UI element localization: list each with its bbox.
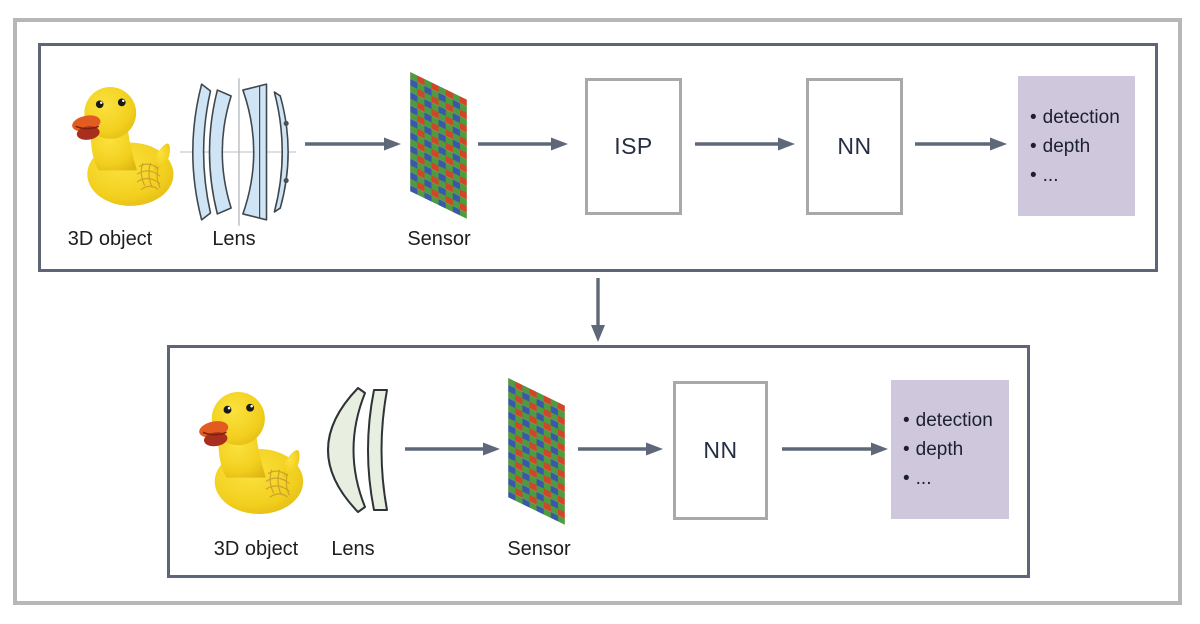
bullet-glyph: • xyxy=(903,439,910,460)
outputs-box: •detection •depth •... xyxy=(891,380,1009,519)
arrow-right-icon xyxy=(695,137,795,151)
rubber-duck-image xyxy=(70,78,185,213)
output-item-label: detection xyxy=(1042,106,1120,128)
output-item: •depth xyxy=(1030,132,1135,161)
output-item-label: depth xyxy=(915,439,964,460)
single-lens-icon xyxy=(312,385,398,515)
arrow-right-icon xyxy=(915,137,1007,151)
isp-box: ISP xyxy=(585,78,682,215)
outputs-box: •detection •depth •... xyxy=(1018,76,1135,216)
panel-classic-pipeline: ISP NN •detection •depth •... 3D xyxy=(38,43,1158,272)
bullet-glyph: • xyxy=(903,410,910,431)
rubber-duck-image xyxy=(197,383,315,521)
arrow-right-icon xyxy=(782,442,888,456)
bullet-glyph: • xyxy=(1030,164,1037,186)
lens-label: Lens xyxy=(212,228,256,250)
object-label: 3D object xyxy=(67,228,153,250)
nn-box: NN xyxy=(673,381,768,520)
bullet-glyph: • xyxy=(1030,135,1037,157)
output-item-label: ... xyxy=(915,468,932,489)
sensor-label: Sensor xyxy=(407,228,471,250)
arrow-right-icon xyxy=(405,442,500,456)
bullet-glyph: • xyxy=(903,468,910,489)
output-item-label: detection xyxy=(915,410,993,431)
bayer-sensor-icon xyxy=(410,72,468,220)
nn-label: NN xyxy=(837,133,872,159)
arrow-right-icon xyxy=(578,442,663,456)
output-item-label: depth xyxy=(1042,135,1091,157)
panel-endtoend-pipeline: NN •detection •depth •... 3D object Lens… xyxy=(167,345,1030,578)
isp-label: ISP xyxy=(614,133,653,159)
nn-box: NN xyxy=(806,78,903,215)
object-label: 3D object xyxy=(213,538,299,560)
output-item: •detection xyxy=(903,406,1009,435)
output-item: •... xyxy=(903,464,1009,493)
bullet-glyph: • xyxy=(1030,106,1037,128)
output-item: •detection xyxy=(1030,103,1135,132)
sensor-label: Sensor xyxy=(507,538,571,560)
output-item: •depth xyxy=(903,435,1009,464)
compound-lens-icon xyxy=(180,78,296,226)
arrow-right-icon xyxy=(305,137,401,151)
output-item-label: ... xyxy=(1042,164,1059,186)
bayer-sensor-icon xyxy=(508,378,566,526)
lens-label: Lens xyxy=(331,538,375,560)
arrow-right-icon xyxy=(478,137,568,151)
arrow-down-icon xyxy=(590,278,606,342)
nn-label: NN xyxy=(703,437,738,463)
output-item: •... xyxy=(1030,161,1135,190)
